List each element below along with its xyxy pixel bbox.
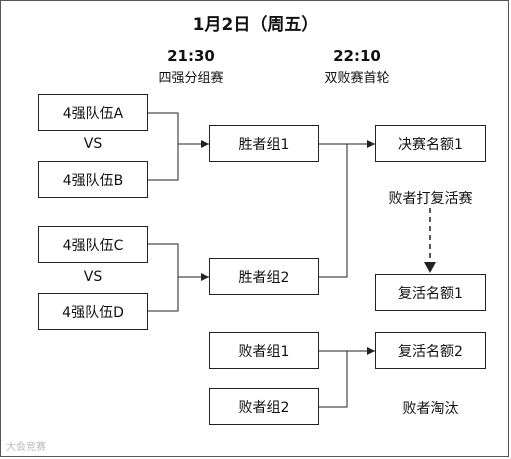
right-column-time: 22:10 [333, 47, 381, 65]
right-column-stage: 双败赛首轮 [324, 71, 390, 86]
revival-slot-1-box: 复活名额1 [375, 274, 486, 311]
team-box-c: 4强队伍C [38, 226, 148, 263]
vs-label-bottom: VS [83, 269, 103, 285]
loser-group-1: 败者组1 [209, 332, 319, 369]
revival-slot-2-box: 复活名额2 [375, 332, 486, 369]
page-title: 1月2日（周五） [192, 15, 319, 35]
winner-group-2: 胜者组2 [209, 258, 319, 295]
arrow-head-icon [201, 273, 209, 281]
winner-group-1: 胜者组1 [209, 125, 319, 162]
vs-label-top: VS [83, 136, 103, 152]
arrow-head-icon [424, 262, 436, 273]
loser-group-2: 败者组2 [209, 388, 319, 425]
arrow-head-icon [367, 140, 375, 148]
arrow-head-icon [201, 140, 209, 148]
left-column-stage: 四强分组赛 [158, 71, 224, 86]
connector-losers [319, 350, 348, 408]
connector-cd [148, 243, 179, 312]
team-box-b: 4强队伍B [38, 161, 148, 198]
watermark-logo: 大会竞赛 [6, 442, 46, 453]
team-box-d: 4强队伍D [38, 293, 148, 330]
connector-winners [319, 143, 348, 278]
final-slot-box: 决赛名额1 [375, 125, 486, 162]
eliminated-note: 败者淘汰 [402, 401, 459, 417]
left-column-time: 21:30 [167, 47, 215, 65]
arrow-head-icon [367, 347, 375, 355]
loser-playoff-note: 败者打复活赛 [388, 191, 473, 207]
connector-ab [148, 112, 179, 181]
team-box-a: 4强队伍A [38, 94, 148, 131]
